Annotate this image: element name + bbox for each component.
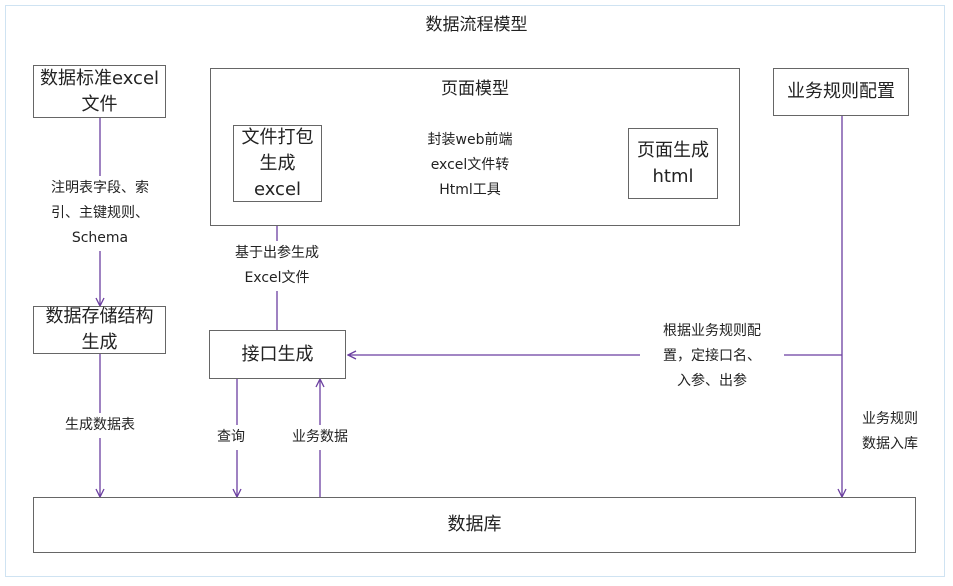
label-api-to-pack: 基于出参生成 Excel文件: [217, 241, 337, 291]
diagram-frame: [5, 5, 945, 577]
label-excel-to-storage: 注明表字段、索 引、主键规则、 Schema: [35, 176, 165, 251]
node-api-gen-label: 接口生成: [241, 343, 314, 365]
node-biz-rules-label: 业务规则配置: [787, 81, 895, 102]
node-page-gen: 页面生成 html: [628, 128, 718, 199]
node-database: 数据库: [33, 497, 916, 553]
node-page-gen-label: 页面生成 html: [637, 139, 709, 187]
node-database-label: 数据库: [447, 514, 502, 535]
label-rules-to-db: 业务规则 数据入库: [850, 407, 930, 457]
label-db-to-api: 业务数据: [280, 425, 360, 450]
label-api-query: 查询: [206, 425, 256, 450]
node-excel-standard: 数据标准excel 文件: [33, 65, 166, 118]
diagram-title: 数据流程模型: [425, 15, 528, 35]
label-rules-to-api: 根据业务规则配 置，定接口名、 入参、出参: [640, 319, 784, 394]
node-storage-gen-label: 数据存储结构 生成: [45, 306, 154, 353]
node-excel-standard-label: 数据标准excel 文件: [39, 67, 160, 115]
node-file-pack-label: 文件打包 生成 excel: [241, 126, 314, 200]
page-model-title: 页面模型: [441, 79, 509, 99]
node-storage-gen: 数据存储结构 生成: [33, 306, 166, 354]
node-biz-rules: 业务规则配置: [773, 68, 909, 116]
node-api-gen: 接口生成: [209, 330, 346, 379]
label-storage-to-db: 生成数据表: [50, 413, 150, 438]
node-file-pack: 文件打包 生成 excel: [233, 125, 322, 202]
label-pack-to-page: 封装web前端 excel文件转 Html工具: [410, 128, 530, 203]
